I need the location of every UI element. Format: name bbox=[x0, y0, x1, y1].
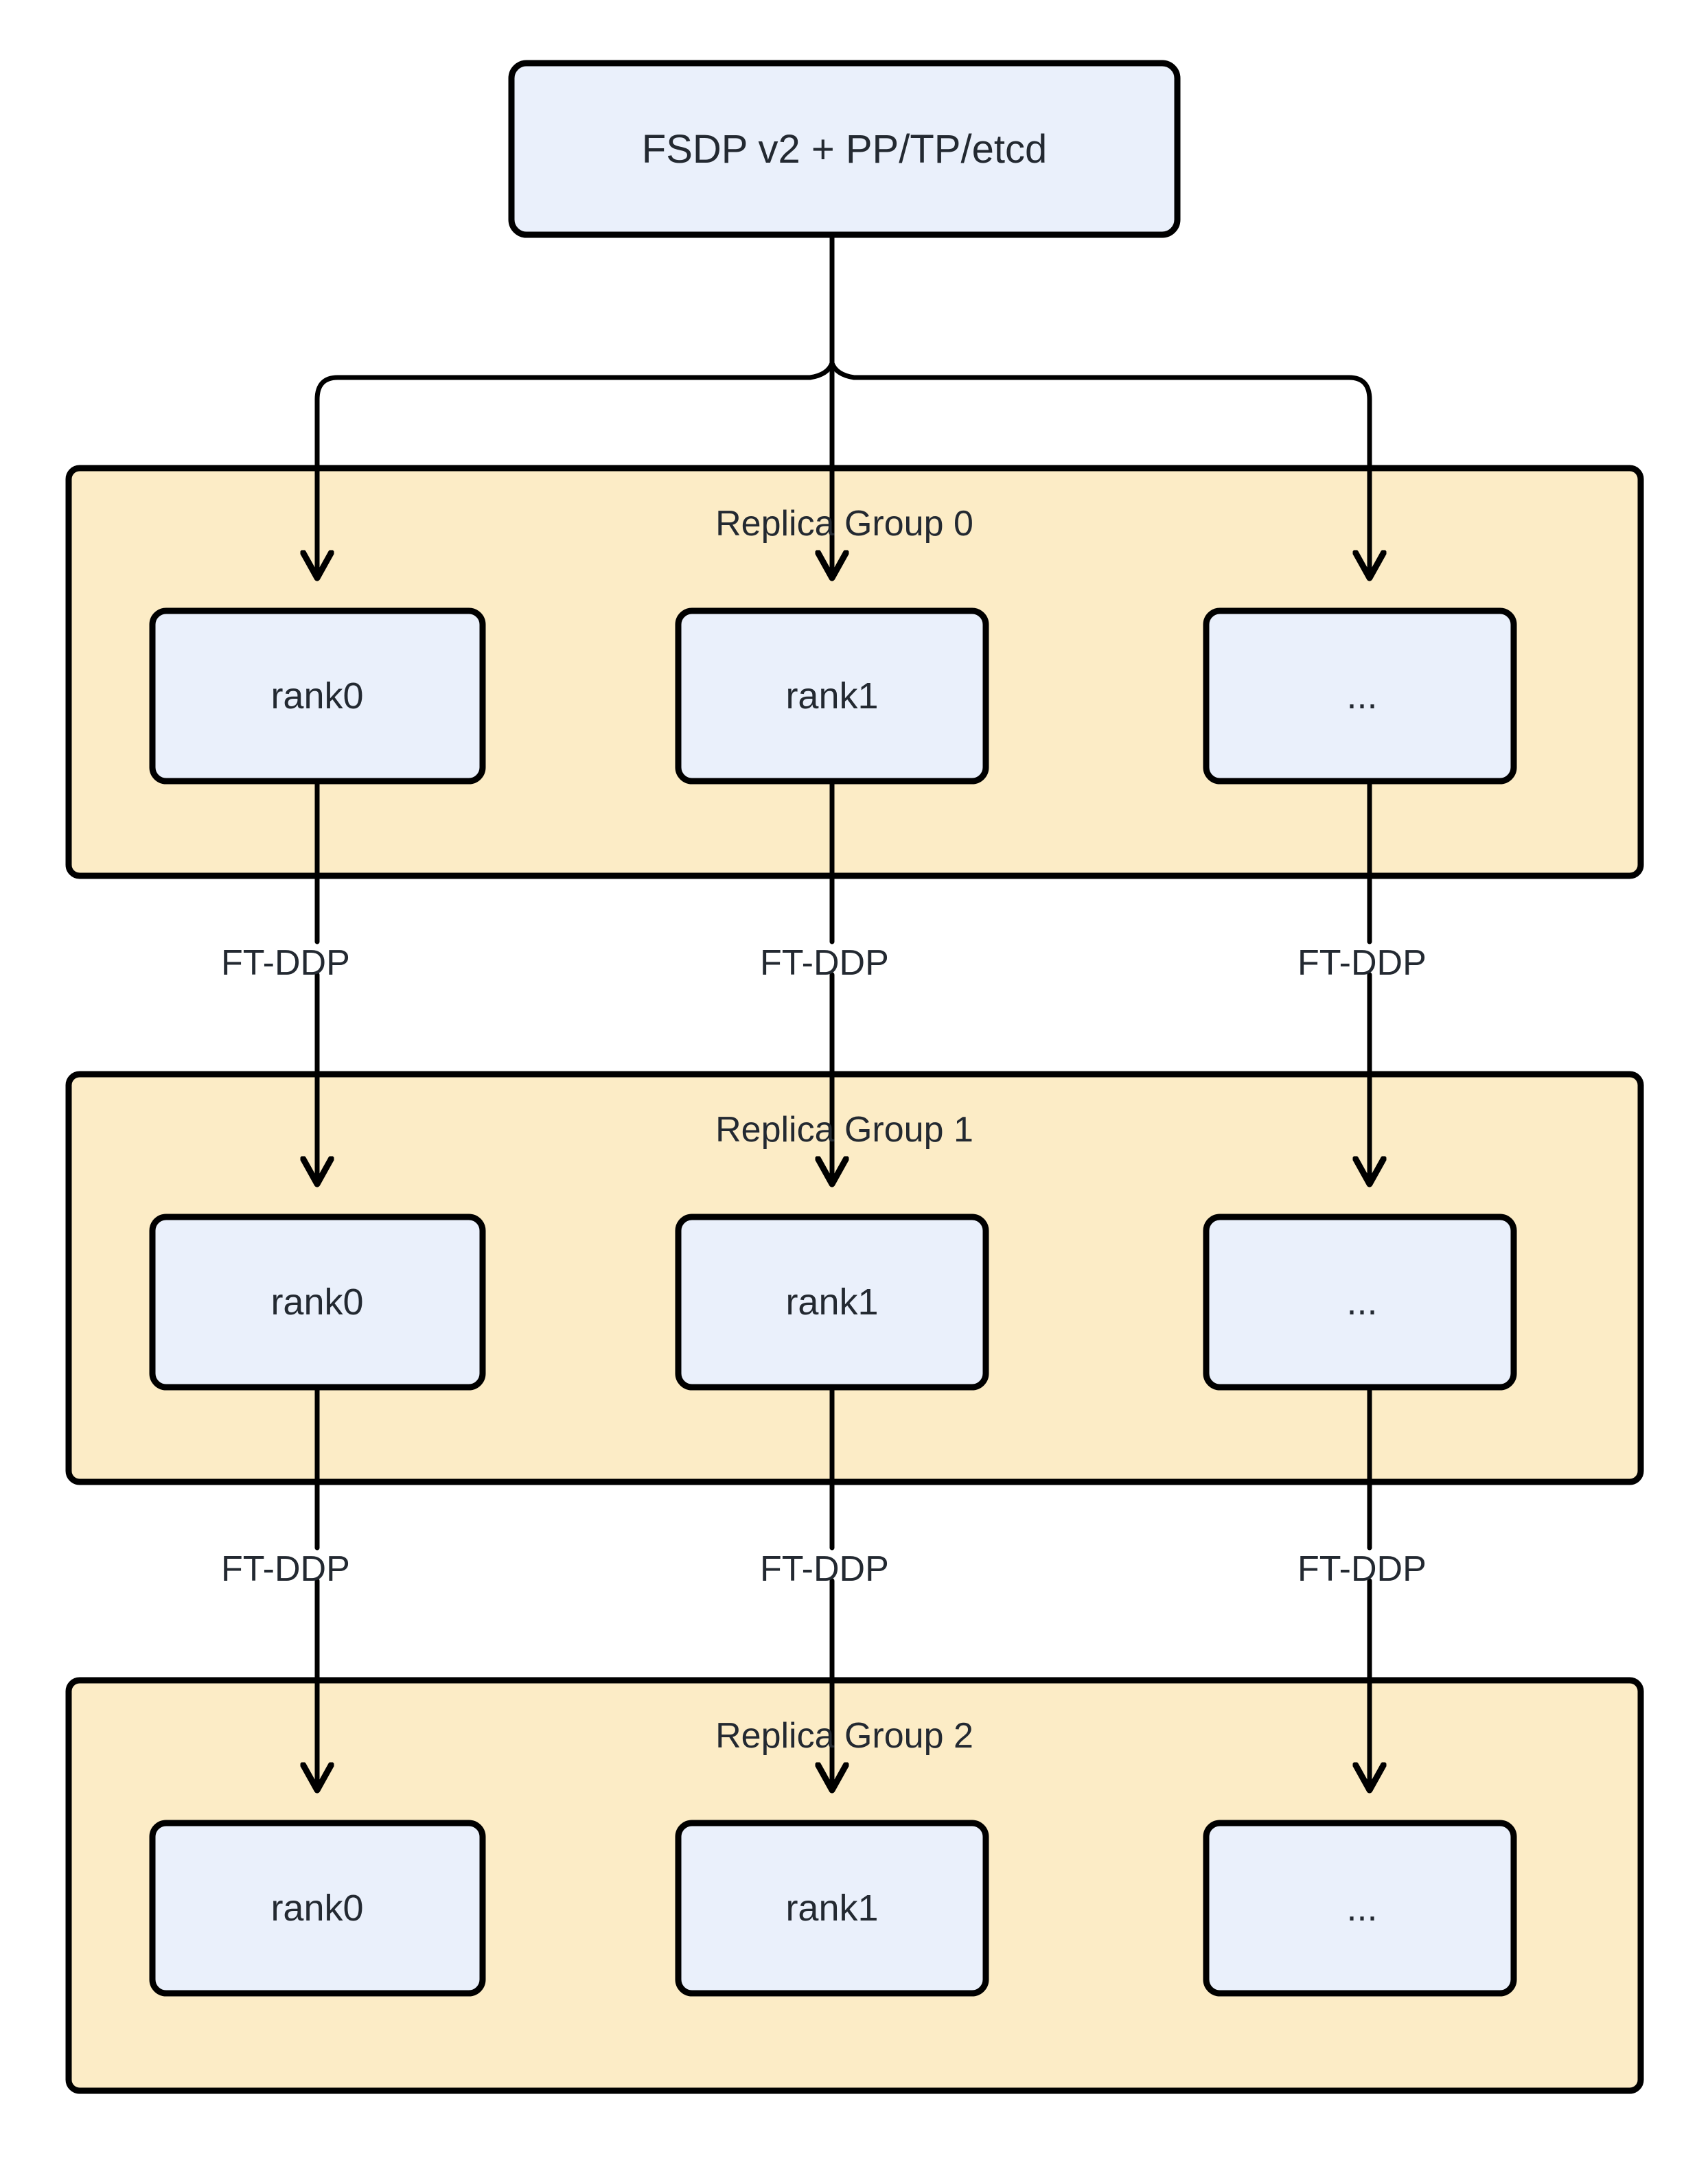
node-fsdp-root-box[interactable] bbox=[508, 60, 1181, 238]
node-g1-rank0-label: rank0 bbox=[270, 1281, 363, 1323]
node-g1-ellipsis[interactable]: ... bbox=[1203, 1214, 1517, 1391]
node-g2-ellipsis[interactable]: ... bbox=[1203, 1820, 1517, 1997]
node-g1-ellipsis-label: ... bbox=[1346, 1281, 1377, 1323]
node-g0-rank0[interactable]: rank0 bbox=[149, 607, 486, 785]
node-g0-ellipsis-box[interactable] bbox=[1203, 607, 1517, 785]
group-0-label: Replica Group 0 bbox=[715, 504, 973, 544]
edge-label-ftddp-1-1: FT-DDP bbox=[760, 1549, 889, 1589]
node-g0-rank0-box[interactable] bbox=[149, 607, 486, 785]
node-g1-rank0[interactable]: rank0 bbox=[149, 1214, 486, 1391]
node-g2-rank1-box[interactable] bbox=[675, 1820, 989, 1997]
edge-label-ftddp-1-0: FT-DDP bbox=[221, 1549, 350, 1589]
node-g0-rank0-label: rank0 bbox=[270, 675, 363, 717]
edges-group0-to-group1 bbox=[317, 778, 1370, 1181]
node-fsdp-root[interactable]: FSDP v2 + PP/TP/etcd bbox=[508, 60, 1181, 238]
node-g1-ellipsis-box[interactable] bbox=[1203, 1214, 1517, 1391]
node-g2-rank0[interactable]: rank0 bbox=[149, 1820, 486, 1997]
node-g1-rank1[interactable]: rank1 bbox=[675, 1214, 989, 1391]
edge-label-ftddp-0-2: FT-DDP bbox=[1297, 943, 1427, 983]
node-g2-ellipsis-label: ... bbox=[1346, 1888, 1377, 1929]
group-2-label: Replica Group 2 bbox=[715, 1716, 973, 1756]
edge-label-ftddp-0-1: FT-DDP bbox=[760, 943, 889, 983]
node-g1-rank1-label: rank1 bbox=[785, 1281, 878, 1323]
node-g0-rank1[interactable]: rank1 bbox=[675, 607, 989, 785]
edge-label-ftddp-1-2: FT-DDP bbox=[1297, 1549, 1427, 1589]
node-g2-rank1-label: rank1 bbox=[785, 1888, 878, 1929]
fanout-connector bbox=[317, 232, 1370, 575]
node-g0-rank1-box[interactable] bbox=[675, 607, 989, 785]
node-g0-ellipsis-label: ... bbox=[1346, 675, 1377, 717]
node-g0-rank1-label: rank1 bbox=[785, 675, 878, 717]
node-g0-ellipsis[interactable]: ... bbox=[1203, 607, 1517, 785]
node-g2-rank0-box[interactable] bbox=[149, 1820, 486, 1997]
node-g2-rank1[interactable]: rank1 bbox=[675, 1820, 989, 1997]
edge-label-ftddp-0-0: FT-DDP bbox=[221, 943, 350, 983]
node-g2-rank0-label: rank0 bbox=[270, 1888, 363, 1929]
node-g2-ellipsis-box[interactable] bbox=[1203, 1820, 1517, 1997]
node-g1-rank1-box[interactable] bbox=[675, 1214, 989, 1391]
node-fsdp-root-label: FSDP v2 + PP/TP/etcd bbox=[642, 127, 1047, 172]
edges-group1-to-group2 bbox=[317, 1384, 1370, 1787]
group-1-label: Replica Group 1 bbox=[715, 1110, 973, 1150]
node-g1-rank0-box[interactable] bbox=[149, 1214, 486, 1391]
